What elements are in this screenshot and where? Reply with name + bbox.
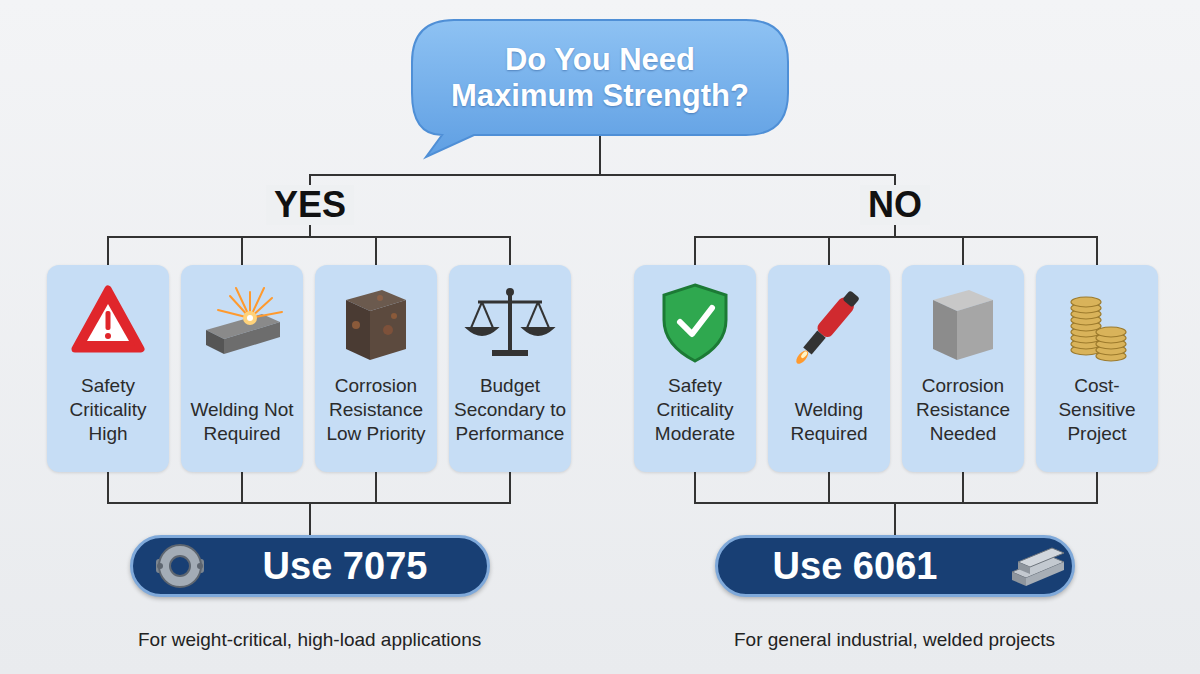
criterion-card: Cost-Sensitive Project bbox=[1036, 265, 1158, 472]
criterion-text: Safety Criticality Moderate bbox=[637, 374, 753, 446]
tree-connector bbox=[600, 135, 895, 265]
tree-connector bbox=[242, 135, 600, 265]
question-bubble: Do You Need Maximum Strength? bbox=[412, 20, 788, 135]
tree-connector bbox=[695, 472, 895, 535]
result-pill: Use 6061 bbox=[715, 535, 1075, 597]
criterion-text: Welding Required bbox=[771, 398, 887, 446]
result-text: Use 6061 bbox=[773, 544, 938, 588]
criterion-text: Corrosion Resistance Low Priority bbox=[318, 374, 434, 446]
branch-label: NO bbox=[860, 185, 930, 225]
result-pill: Use 7075 bbox=[130, 535, 490, 597]
tree-connector bbox=[600, 135, 895, 265]
question-text: Do You Need Maximum Strength? bbox=[412, 42, 788, 114]
criterion-text: Safety Criticality High bbox=[50, 374, 166, 446]
result-caption: For general industrial, welded projects bbox=[734, 628, 1055, 652]
criterion-card: Welding Required bbox=[768, 265, 890, 472]
criterion-card: Safety Criticality Moderate bbox=[634, 265, 756, 472]
criterion-card: Corrosion Resistance Needed bbox=[902, 265, 1024, 472]
criterion-text: Corrosion Resistance Needed bbox=[905, 374, 1021, 446]
tree-connector bbox=[600, 135, 963, 265]
criterion-text: Welding Not Required bbox=[184, 398, 300, 446]
branch-label: YES bbox=[266, 185, 354, 225]
tree-connector bbox=[108, 135, 600, 265]
tree-connector bbox=[242, 472, 310, 535]
criterion-card: Corrosion Resistance Low Priority bbox=[315, 265, 437, 472]
tree-connector bbox=[829, 472, 895, 535]
tree-connector bbox=[600, 135, 1097, 265]
criterion-text: Budget Secondary to Performance bbox=[452, 374, 568, 446]
tree-connector bbox=[895, 472, 1097, 535]
criterion-text: Cost-Sensitive Project bbox=[1039, 374, 1155, 446]
tree-connector bbox=[108, 472, 310, 535]
criterion-card: Safety Criticality High bbox=[47, 265, 169, 472]
result-caption: For weight-critical, high-load applicati… bbox=[138, 628, 481, 652]
tree-connector bbox=[310, 472, 510, 535]
criterion-card: Welding Not Required bbox=[181, 265, 303, 472]
criterion-card: Budget Secondary to Performance bbox=[449, 265, 571, 472]
result-text: Use 7075 bbox=[263, 544, 428, 588]
